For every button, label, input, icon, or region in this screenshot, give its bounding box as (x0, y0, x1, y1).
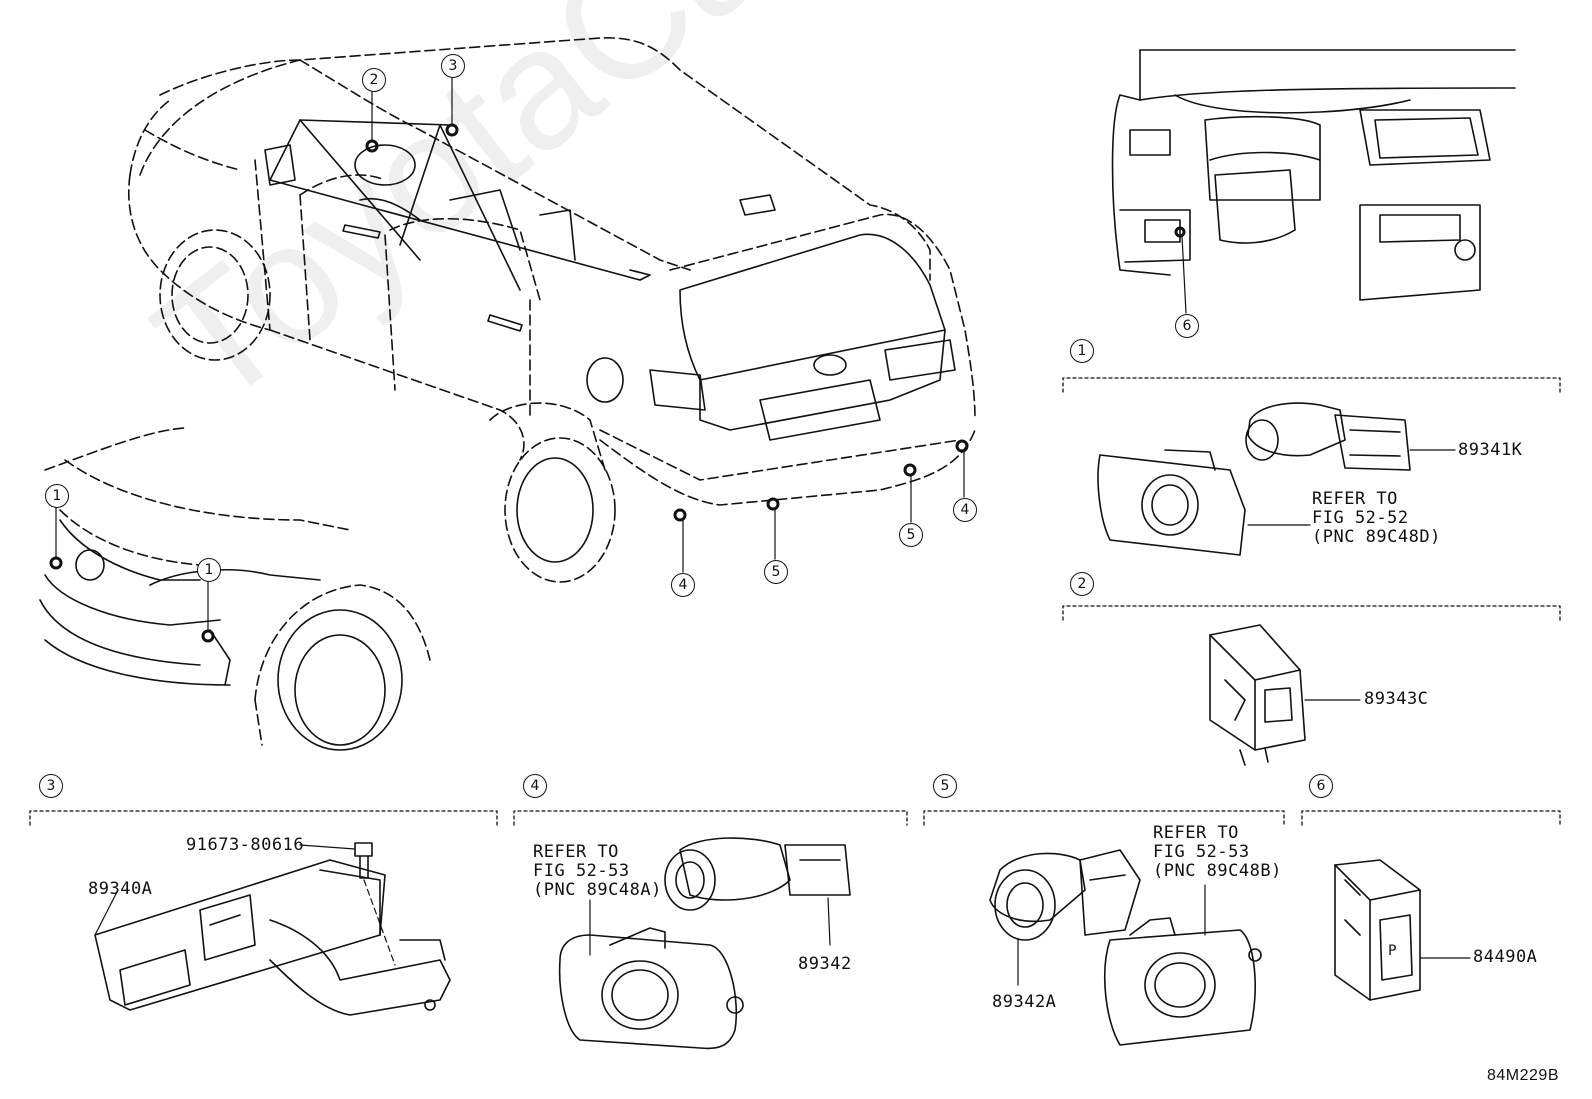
part-bezel-5 (1104, 884, 1262, 1046)
part-89343C-module (1209, 624, 1361, 766)
ref-label-section-1: REFER TO FIG 52-52 (PNC 89C48D) (1312, 489, 1441, 547)
part-label-89343C: 89343C (1364, 689, 1429, 709)
section-6-number: 6 (1309, 774, 1333, 798)
part-89341K-sensor (1245, 402, 1456, 471)
sensor-markers-main (365, 123, 969, 522)
part-label-89340A: 89340A (88, 879, 153, 899)
part-89342-sensor (664, 837, 851, 946)
section-4-number: 4 (523, 774, 547, 798)
section-3-number: 3 (39, 774, 63, 798)
figure-code: 84M229B (1487, 1067, 1559, 1084)
part-89342A-sensor (989, 849, 1141, 986)
section-brackets (29, 377, 1561, 826)
part-bezel-1 (1097, 449, 1311, 556)
dashboard-view (1111, 49, 1516, 301)
part-label-84490A: 84490A (1473, 947, 1538, 967)
callout-1-front-left: 1 (45, 484, 69, 508)
ref-label-section-5: REFER TO FIG 52-53 (PNC 89C48B) (1153, 823, 1282, 881)
part-label-89342: 89342 (798, 954, 852, 974)
part-label-89341K: 89341K (1458, 440, 1523, 460)
part-84490A-switch: P (1334, 859, 1471, 1001)
svg-text:P: P (1388, 943, 1396, 959)
part-89340A-computer (94, 859, 451, 1016)
ref-label-section-4: REFER TO FIG 52-53 (PNC 89C48A) (533, 842, 662, 900)
section-5-number: 5 (933, 774, 957, 798)
part-label-91673-80616: 91673-80616 (186, 835, 305, 855)
leader-lines-front (55, 507, 209, 632)
callout-4-rear-right: 4 (953, 498, 977, 522)
part-91673-bolt (299, 842, 396, 966)
callout-5-rear-left: 5 (764, 560, 788, 584)
section-1-number: 1 (1070, 339, 1094, 363)
part-label-89342A: 89342A (992, 992, 1057, 1012)
sensor-markers-dash (1174, 226, 1186, 238)
vehicle-rear-view (127, 37, 976, 583)
vehicle-front-view (39, 427, 431, 751)
part-bezel-4 (558, 899, 744, 1050)
callout-6-dash: 6 (1175, 314, 1199, 338)
callout-2-main: 2 (362, 68, 386, 92)
leader-line-dash (1181, 235, 1187, 314)
callout-1-front-right: 1 (197, 558, 221, 582)
section-2-number: 2 (1070, 572, 1094, 596)
callout-5-rear-right: 5 (899, 523, 923, 547)
leader-lines-main (371, 77, 965, 573)
callout-3-main: 3 (441, 54, 465, 78)
callout-4-rear-left: 4 (671, 573, 695, 597)
